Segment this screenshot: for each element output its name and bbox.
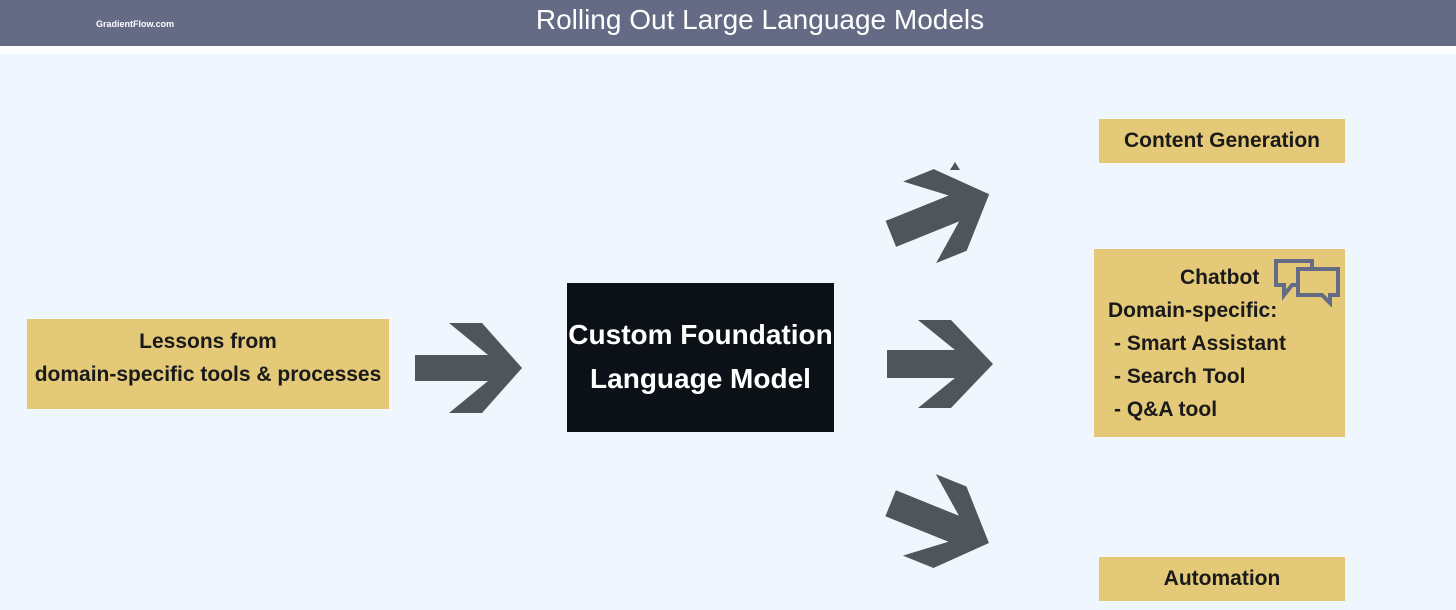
small-triangle-marker	[950, 162, 960, 170]
lessons-line-2: domain-specific tools & processes	[34, 363, 382, 386]
chatbot-item-search-tool: - Search Tool	[1114, 365, 1246, 388]
model-line-2: Language Model	[590, 363, 811, 394]
custom-foundation-model-box: Custom Foundation Language Model	[567, 283, 834, 432]
chatbot-item-smart-assistant: - Smart Assistant	[1114, 332, 1286, 355]
arrow-right-icon-chatbot	[887, 320, 993, 408]
page-title: Rolling Out Large Language Models	[535, 4, 985, 35]
model-line-1: Custom Foundation	[568, 319, 833, 350]
lessons-box: Lessons from domain-specific tools & pro…	[27, 319, 389, 409]
header-divider	[0, 46, 1456, 54]
chatbot-item-qa-tool: - Q&A tool	[1114, 398, 1218, 421]
chatbot-title: Chatbot	[1180, 266, 1260, 289]
arrow-up-right-icon	[885, 169, 990, 264]
arrow-down-right-icon	[885, 474, 989, 569]
header-bar	[0, 0, 1456, 46]
chat-bubbles-icon	[1274, 259, 1340, 307]
chatbot-box: Chatbot Domain-specific: - Smart Assista…	[1094, 249, 1345, 437]
chatbot-subtitle: Domain-specific:	[1108, 299, 1278, 322]
automation-box: Automation	[1099, 557, 1345, 601]
content-generation-box: Content Generation	[1099, 119, 1345, 163]
lessons-line-1: Lessons from	[139, 330, 277, 353]
arrow-right-icon-input	[415, 323, 522, 413]
brand-logo-text: GradientFlow.com	[96, 19, 175, 29]
